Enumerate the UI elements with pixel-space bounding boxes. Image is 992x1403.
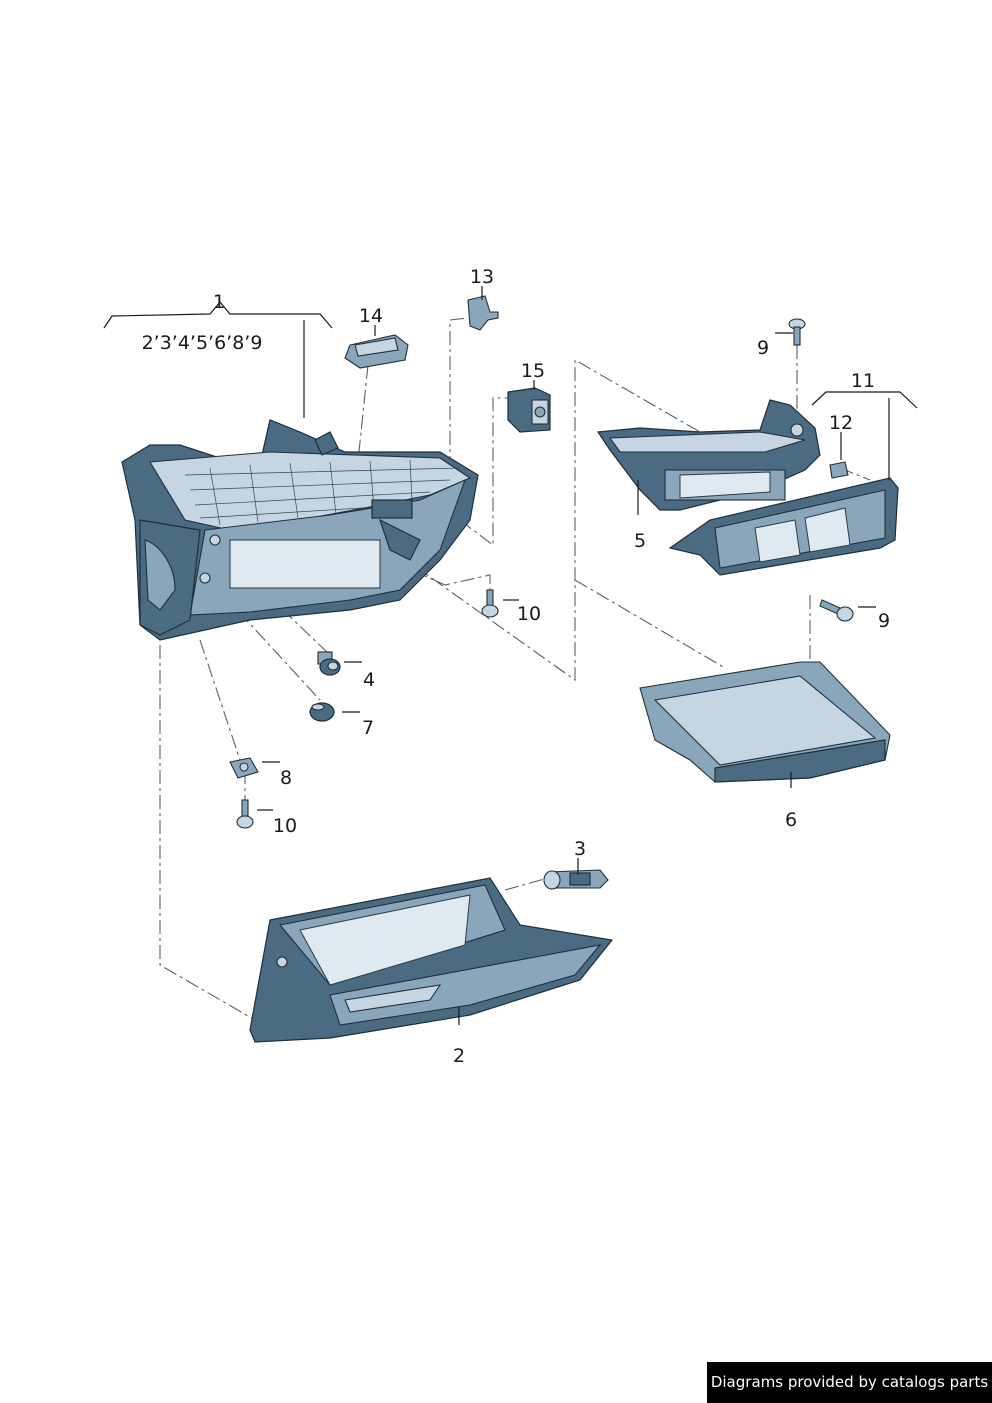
light-switch <box>344 334 409 369</box>
callout-9-upper: 9 <box>757 337 769 359</box>
callout-6: 6 <box>785 809 797 831</box>
callout-4: 4 <box>363 669 375 691</box>
callout-7: 7 <box>362 717 374 739</box>
callout-labels: 1 2’3’4’5’6’8’9 2 3 4 5 6 7 8 9 9 10 10 … <box>142 266 890 1067</box>
bracket <box>467 295 499 331</box>
callout-1: 1 <box>213 291 225 313</box>
callout-9-lower: 9 <box>878 610 890 632</box>
screw-9-upper <box>788 318 806 346</box>
callout-2: 2 <box>453 1045 465 1067</box>
screw-9-lower <box>819 599 854 622</box>
screw-10-upper <box>481 589 499 618</box>
callout-10-lower: 10 <box>273 815 297 837</box>
callout-3: 3 <box>574 838 586 860</box>
callout-8: 8 <box>280 767 292 789</box>
glovebox-housing <box>121 419 479 641</box>
callout-14: 14 <box>359 305 383 327</box>
footer-credit: Diagrams provided by catalogs parts <box>707 1362 992 1403</box>
callout-11: 11 <box>851 370 875 392</box>
expansion-clip <box>309 702 335 722</box>
screw-10-lower <box>236 799 254 829</box>
rotary-fastener <box>317 651 341 676</box>
glovebox-lamp <box>507 387 551 433</box>
speed-nut <box>229 757 259 779</box>
leader-lines <box>103 286 918 1025</box>
glovebox-bin <box>249 877 614 1043</box>
storage-tray <box>639 661 891 783</box>
callout-5: 5 <box>634 530 646 552</box>
callout-10-upper: 10 <box>517 603 541 625</box>
callout-12: 12 <box>829 412 853 434</box>
vent-trim-panel <box>668 477 899 576</box>
housing-rib-grid <box>184 459 461 526</box>
small-clip <box>829 461 849 479</box>
lock-cylinder <box>543 869 609 890</box>
air-vent-frame <box>596 399 821 511</box>
callout-15: 15 <box>521 360 545 382</box>
callout-1-subparts: 2’3’4’5’6’8’9 <box>142 332 263 354</box>
callout-13: 13 <box>470 266 494 288</box>
